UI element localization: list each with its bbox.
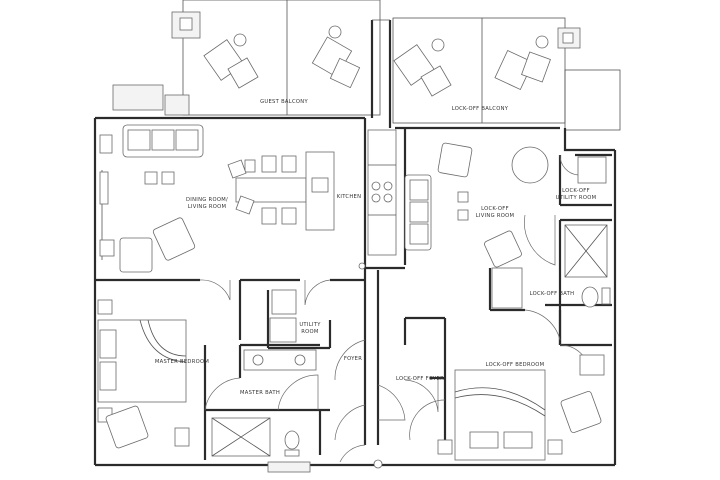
pillow-icon bbox=[99, 361, 117, 391]
dining-chair-icon bbox=[227, 159, 247, 179]
label-kitchen: KITCHEN bbox=[337, 194, 362, 200]
toilet-icon bbox=[581, 286, 599, 308]
lounge-chair-icon bbox=[420, 65, 452, 97]
label-master-bedroom: MASTER BEDROOM bbox=[155, 359, 209, 365]
side-table-icon bbox=[535, 35, 549, 49]
dining-table-icon bbox=[235, 177, 307, 203]
armchair-icon bbox=[437, 142, 473, 178]
kitchen-counter-icon bbox=[367, 129, 397, 256]
planter-icon bbox=[112, 84, 164, 111]
sink-icon bbox=[311, 177, 329, 193]
vanity-icon bbox=[491, 267, 523, 309]
lockoff-balcony-area bbox=[392, 17, 621, 131]
lockoff-bath-fixtures bbox=[491, 224, 611, 309]
bath-utility-fixtures bbox=[211, 289, 383, 473]
room-labels: GUEST BALCONY LOCK-OFF BALCONY DINING RO… bbox=[155, 99, 597, 396]
label-lockoff-bedroom: LOCK-OFF BEDROOM bbox=[486, 362, 545, 368]
dining-chair-icon bbox=[261, 207, 277, 225]
ottoman-icon bbox=[457, 209, 469, 221]
label-lockoff-foyer: LOCK-OFF FOYER bbox=[396, 376, 444, 382]
label-master-bath: MASTER BATH bbox=[240, 390, 280, 396]
ottoman-icon bbox=[457, 191, 469, 203]
armchair-icon bbox=[119, 237, 153, 273]
label-living-room: LIVING ROOM bbox=[188, 204, 227, 210]
dining-chair-icon bbox=[281, 155, 297, 173]
side-table-icon bbox=[328, 25, 342, 39]
ottoman-icon bbox=[161, 171, 175, 185]
lockoff-living-furniture bbox=[404, 142, 607, 268]
lounge-chair-icon bbox=[329, 57, 361, 89]
nightstand-icon bbox=[547, 439, 563, 455]
armchair-icon bbox=[105, 405, 149, 449]
toilet-icon bbox=[284, 430, 300, 450]
label-utility-1: UTILITY bbox=[299, 322, 321, 328]
label-lockoff-utility-2: UTILITY ROOM bbox=[556, 195, 597, 201]
pillow-icon bbox=[503, 431, 533, 449]
side-table-icon bbox=[431, 38, 445, 52]
label-lockoff-bath: LOCK-OFF BATH bbox=[530, 291, 575, 297]
label-lockoff-living-2: LIVING ROOM bbox=[476, 213, 515, 219]
cushion-icon bbox=[127, 129, 151, 151]
column-icon bbox=[358, 262, 366, 270]
media-console-icon bbox=[99, 171, 109, 205]
side-table-icon bbox=[99, 239, 115, 257]
washer-icon bbox=[271, 289, 297, 315]
sink-icon bbox=[252, 354, 264, 366]
label-foyer: FOYER bbox=[344, 356, 362, 362]
armchair-icon bbox=[152, 217, 196, 261]
pillow-icon bbox=[469, 431, 499, 449]
door-swings bbox=[199, 154, 591, 463]
dryer-icon bbox=[269, 317, 297, 343]
lockoff-bedroom-furniture bbox=[437, 354, 605, 461]
threshold-icon bbox=[267, 461, 311, 473]
entry-icon bbox=[373, 459, 383, 469]
lounge-chair-icon bbox=[227, 57, 259, 89]
lounge-chair-icon bbox=[521, 51, 551, 83]
pillow-icon bbox=[99, 329, 117, 359]
armchair-icon bbox=[484, 230, 522, 268]
label-dining-room: DINING ROOM/ bbox=[186, 197, 228, 203]
stove-burner-icon bbox=[371, 181, 381, 191]
dining-chair-icon bbox=[261, 155, 277, 173]
label-lockoff-utility-1: LOCK-OFF bbox=[562, 188, 590, 194]
dresser-icon bbox=[579, 354, 605, 376]
nightstand-icon bbox=[437, 439, 453, 455]
exterior-walls bbox=[93, 19, 617, 467]
planter-icon bbox=[164, 94, 190, 116]
guest-balcony-area bbox=[112, 0, 381, 116]
master-bedroom-furniture bbox=[97, 299, 190, 449]
label-utility-2: ROOM bbox=[301, 329, 318, 335]
dining-chair-icon bbox=[235, 195, 255, 215]
label-lockoff-balcony: LOCK-OFF BALCONY bbox=[452, 106, 509, 112]
armchair-icon bbox=[560, 390, 602, 434]
toilet-tank-icon bbox=[284, 449, 300, 457]
label-lockoff-living-1: LOCK-OFF bbox=[481, 206, 509, 212]
side-table-icon bbox=[174, 427, 190, 447]
side-table-icon bbox=[99, 134, 113, 154]
washer-icon bbox=[577, 156, 607, 184]
side-table-icon bbox=[233, 33, 247, 47]
dining-living-furniture bbox=[99, 124, 397, 273]
sink-icon bbox=[294, 354, 306, 366]
ottoman-icon bbox=[144, 171, 158, 185]
dining-chair-icon bbox=[281, 207, 297, 225]
toilet-tank-icon bbox=[601, 287, 611, 305]
dining-chair-icon bbox=[244, 159, 256, 173]
round-table-icon bbox=[511, 146, 549, 184]
label-guest-balcony: GUEST BALCONY bbox=[260, 99, 308, 105]
nightstand-icon bbox=[97, 299, 113, 315]
